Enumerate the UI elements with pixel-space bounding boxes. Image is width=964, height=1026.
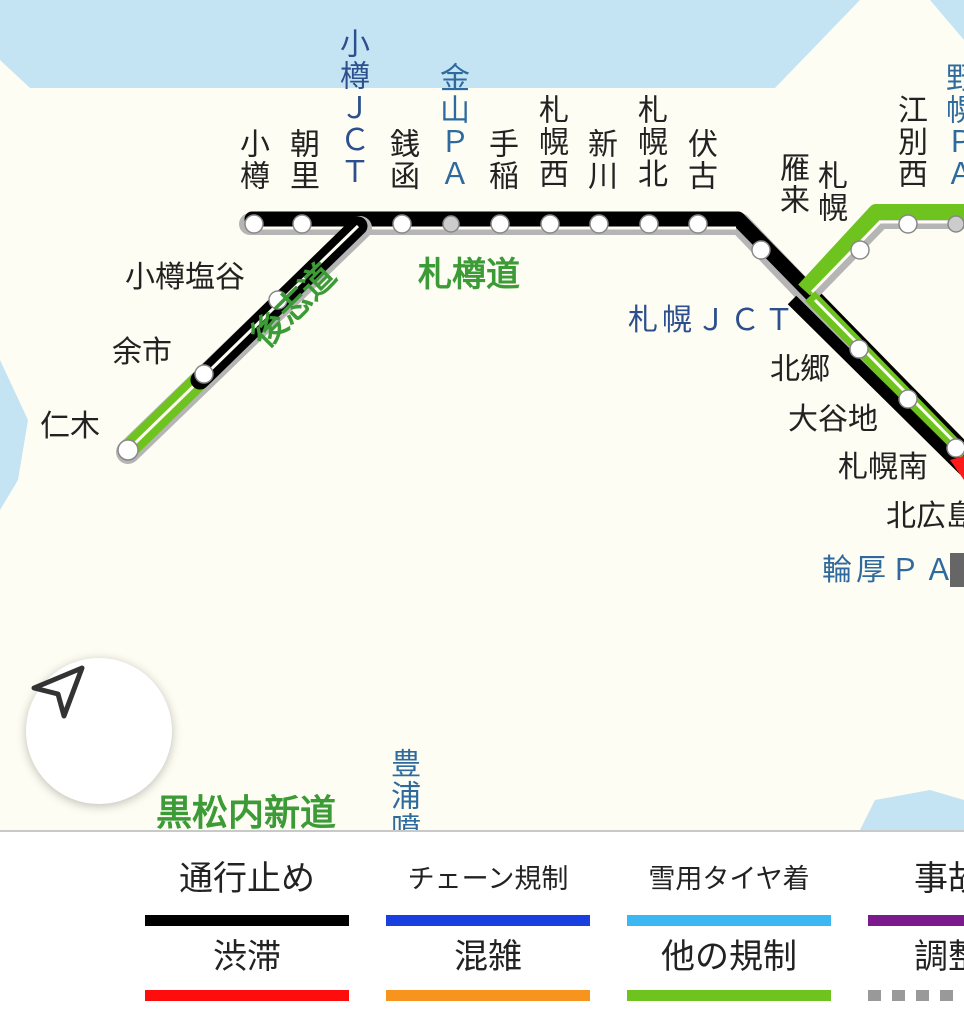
dot-kitago (849, 339, 869, 359)
label-kitago[interactable]: 北郷 (770, 352, 830, 387)
legend-swatch-other (627, 990, 831, 1001)
legend-item-snow-tire[interactable]: 雪用タイヤ着 (627, 866, 831, 936)
dot-otaru (244, 214, 264, 234)
legend-item-crowded[interactable]: 混雑 (386, 940, 590, 1010)
label-sapporo-kita[interactable]: 札幌北 (632, 94, 667, 190)
label-sapporo-nishi[interactable]: 札幌西 (533, 94, 568, 190)
label-karikiri[interactable]: 雁来 (774, 152, 809, 216)
legend-label-accident: 事故 (914, 859, 964, 899)
dot-sapporo-minami (946, 438, 964, 458)
legend-label-chain: チェーン規制 (407, 864, 569, 895)
legend-swatch-congestion (145, 990, 349, 1001)
dot-oyachi (898, 389, 918, 409)
dot-sapporo-kita (639, 214, 659, 234)
road-label-sassondo: 札樽道 (418, 255, 520, 295)
legend-item-chain[interactable]: チェーン規制 (386, 866, 590, 936)
legend-item-congestion[interactable]: 渋滞 (145, 940, 349, 1010)
legend-swatch-crowded (386, 990, 590, 1001)
label-niki[interactable]: 仁木 (40, 409, 100, 444)
legend-label-congestion: 渋滞 (213, 937, 281, 977)
legend-label-adjust: 調整 (914, 937, 964, 977)
doo-east-other-regulation (798, 204, 964, 296)
road-label-kuromatsunai: 黒松内新道 (156, 793, 337, 831)
dot-asari (292, 214, 312, 234)
label-oyachi[interactable]: 大谷地 (788, 402, 878, 437)
label-otaru[interactable]: 小樽 (234, 128, 269, 192)
label-yoichi[interactable]: 余市 (112, 335, 172, 370)
label-zenibako[interactable]: 銭函 (384, 128, 419, 192)
legend-label-closure: 通行止め (179, 859, 315, 899)
map-canvas (0, 0, 964, 830)
congestion-marker (950, 456, 964, 480)
label-sapporo[interactable]: 札幌 (812, 160, 847, 224)
label-fushiko[interactable]: 伏古 (682, 128, 717, 192)
locate-button[interactable] (26, 658, 172, 804)
legend-label-other: 他の規制 (661, 937, 797, 977)
legend-label-crowded: 混雑 (454, 937, 522, 977)
label-nopporo-pa[interactable]: 野幌ＰＡ (940, 62, 964, 190)
label-otaru-jct[interactable]: 小樽ＪＣＴ (334, 28, 369, 188)
label-kinzan-pa[interactable]: 金山ＰＡ (434, 62, 469, 190)
legend-item-closure[interactable]: 通行止め (145, 862, 349, 932)
dot-sapporo (850, 240, 870, 260)
sea-west (0, 360, 28, 510)
dot-nopporo-pa (947, 215, 964, 233)
label-sapporo-jct[interactable]: 札幌ＪＣＴ (628, 303, 798, 338)
station-dots (117, 214, 964, 461)
legend-label-snow-tire: 雪用タイヤ着 (648, 864, 810, 895)
label-shinkawa[interactable]: 新川 (582, 128, 617, 192)
legend-swatch-closure (145, 915, 349, 926)
label-kitahiroshima[interactable]: 北広島 (886, 499, 964, 534)
dot-niki (117, 439, 139, 461)
dot-yoichi (194, 364, 214, 384)
legend-swatch-chain (386, 915, 590, 926)
legend-item-accident[interactable]: 事故 (868, 862, 964, 932)
sea-north (0, 0, 860, 88)
dot-sapporo-nishi (540, 214, 560, 234)
legend-swatch-adjust (868, 990, 964, 1001)
road-map[interactable]: 小樽 朝里 小樽ＪＣＴ 銭函 金山ＰＡ 手稲 札幌西 新川 札幌北 伏古 雁来 … (0, 0, 964, 830)
label-sapporo-minami[interactable]: 札幌南 (838, 450, 928, 485)
lake-south (860, 790, 964, 830)
dot-fushiko (688, 214, 708, 234)
dot-shinkawa (589, 214, 609, 234)
legend-swatch-snow-tire (627, 915, 831, 926)
dot-zenibako (392, 214, 412, 234)
label-asari[interactable]: 朝里 (284, 128, 319, 192)
label-wattsu-pa[interactable]: 輪厚ＰＡ (822, 553, 958, 588)
legend-panel: 通行止め チェーン規制 雪用タイヤ着 事故 渋滞 混雑 他の規制 調整 (0, 830, 964, 1026)
dot-karikiri (751, 240, 771, 260)
dot-ebetsu-nishi (898, 214, 918, 234)
legend-item-other[interactable]: 他の規制 (627, 940, 831, 1010)
label-toyoura[interactable]: 豊浦噴 (385, 748, 420, 830)
sea-northeast (930, 0, 964, 40)
dot-kinzan-pa (442, 215, 460, 233)
label-ebetsu-nishi[interactable]: 江別西 (892, 94, 927, 190)
dot-teine (490, 214, 510, 234)
label-otaru-shioya[interactable]: 小樽塩谷 (125, 260, 245, 295)
navigation-arrow-icon (31, 665, 85, 719)
dot-otaru-shioya (268, 290, 288, 310)
doo-south-closure (787, 295, 964, 475)
label-teine[interactable]: 手稲 (483, 128, 518, 192)
sa-badge (950, 553, 964, 587)
legend-swatch-accident (868, 915, 964, 926)
legend-item-adjust[interactable]: 調整 (868, 940, 964, 1010)
